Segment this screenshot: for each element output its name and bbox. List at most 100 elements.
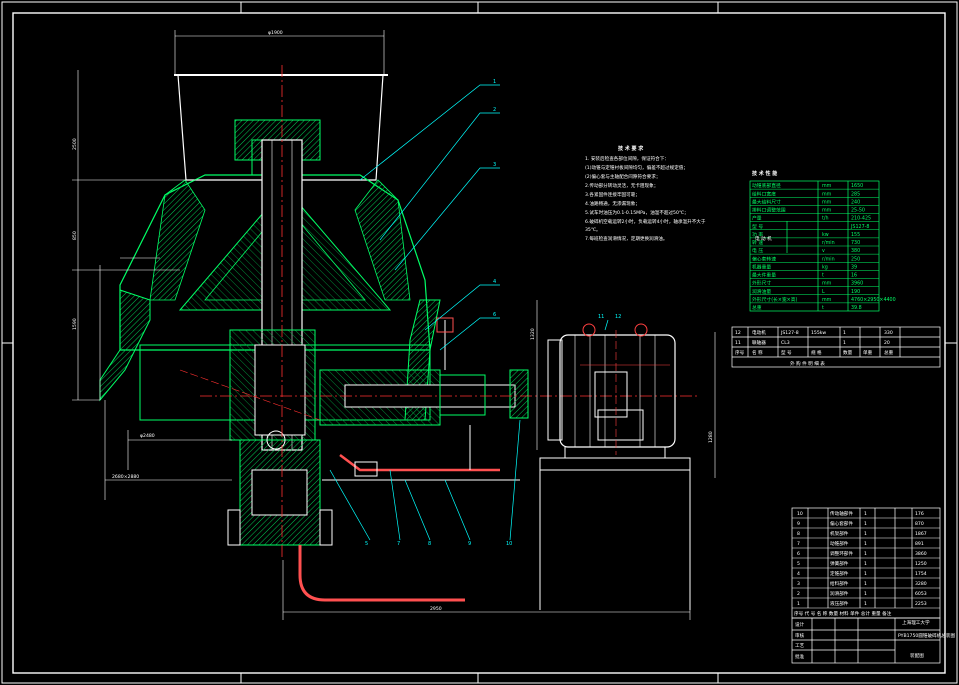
tech-specs-title: 技 术 性 能 (752, 170, 777, 177)
purchased-cell: 1 (843, 330, 846, 336)
spec-name: 机器重量 (752, 263, 771, 270)
bom-weight: 870 (915, 521, 924, 527)
spec-unit: t (822, 305, 824, 311)
bom-name: 液压部件 (830, 600, 849, 607)
spec-name: 功 率 (752, 231, 763, 238)
bom-no: 4 (797, 571, 800, 577)
bom-qty: 1 (864, 561, 867, 567)
callout-7: 7 (397, 541, 400, 547)
bom-no: 9 (797, 521, 800, 527)
bom-name: 弹簧部件 (830, 560, 849, 567)
electric-motor (539, 323, 691, 610)
bom-weight: 1867 (915, 531, 927, 537)
spec-value: 240 (851, 199, 860, 205)
callout-3: 3 (493, 162, 496, 168)
purchased-header-cell: 单重 (863, 349, 873, 356)
spec-unit: r/min (822, 256, 835, 262)
spec-value: 250 (851, 256, 860, 262)
purchased-cell: 20 (884, 340, 890, 346)
bom-name: 定锥部件 (830, 570, 849, 577)
tb-row: 批准 (795, 653, 805, 660)
bom-no: 2 (797, 591, 800, 597)
spec-name: 总重 (752, 304, 762, 311)
purchased-header-cell: 名 称 (752, 349, 763, 356)
purchased-header-cell: 型 号 (781, 349, 792, 356)
bom-no: 7 (797, 541, 800, 547)
tech-requirements: 技 术 要 求 1. 安装后检查各部位间隙，保证符合下： (1)动锥与定锥衬板间… (585, 145, 706, 242)
spec-value: 39.8 (851, 305, 862, 311)
spec-name: 排料口调整范围 (752, 207, 786, 214)
callout-1: 1 (493, 79, 496, 85)
spec-value: 210-425 (851, 216, 871, 222)
purchased-cell: CL3 (781, 340, 790, 346)
bom-qty: 1 (864, 601, 867, 607)
tech-req-line: 3.各紧固件连接牢固可靠； (585, 191, 640, 198)
bom-qty: 1 (864, 571, 867, 577)
callout-6: 6 (493, 312, 496, 318)
spec-unit: mm (822, 200, 832, 205)
purchased-cell: 330 (884, 330, 893, 336)
spec-name: 转 速 (752, 239, 763, 246)
oil-pipe (298, 545, 465, 602)
spec-unit: v (822, 249, 825, 254)
tech-req-line: 1. 安装后检查各部位间隙，保证符合下： (585, 155, 669, 162)
bom-name: 机架部件 (830, 530, 849, 537)
purchased-cell: 11 (735, 340, 741, 346)
bom-weight: 176 (915, 511, 924, 517)
spec-unit: kg (822, 264, 828, 270)
spec-name: 最大给料尺寸 (752, 198, 781, 205)
bom-no: 3 (797, 581, 800, 587)
purchased-cell: 联轴器 (752, 339, 766, 346)
dim-left-3: 2500 (72, 138, 78, 150)
spec-unit: mm (822, 298, 832, 303)
purchased-cell: 电动机 (752, 329, 766, 336)
tech-req-line: 7.每班检查润滑情况，定期更换润滑油。 (585, 235, 667, 242)
tech-req-title: 技 术 要 求 (618, 145, 644, 152)
spec-unit: t (822, 273, 824, 279)
spec-name: 最大件重量 (752, 272, 776, 279)
bom-name: 给料部件 (830, 580, 849, 587)
spec-name: 偏心套转速 (752, 255, 776, 262)
bom-qty: 1 (864, 511, 867, 517)
tech-req-line: 4.油路畅通，无渗漏现象； (585, 200, 640, 207)
bom-name: 润滑部件 (830, 590, 849, 597)
dim-shaft-height: 1320 (530, 328, 536, 340)
dim-overall-width: 2950 (430, 606, 442, 612)
spec-name: 电 压 (752, 247, 763, 254)
title-block: 上海理工大学 PYB1750圆锥破碎机总装图 装配图 设计 审核 工艺 批准 (791, 617, 955, 664)
spec-value: 285 (851, 191, 860, 197)
spec-value: 16 (851, 273, 857, 279)
school-name: 上海理工大学 (902, 619, 930, 626)
spec-unit: t/h (822, 216, 829, 222)
spec-unit: mm (822, 282, 832, 287)
bom-weight: 2253 (915, 601, 927, 607)
callout-8: 8 (428, 541, 431, 547)
bom-no: 8 (797, 531, 800, 537)
tb-row: 工艺 (795, 643, 805, 649)
callout-11: 11 (598, 314, 604, 320)
spec-unit: mm (822, 192, 832, 197)
tech-req-line: (1)动锥与定锥衬板间隙均匀，偏差不超过规定值； (585, 164, 688, 171)
dim-motor-height: 1280 (708, 431, 714, 443)
bom-qty: 1 (864, 541, 867, 547)
bom-name: 动锥部件 (830, 540, 849, 547)
spec-value: 380 (851, 248, 860, 254)
purchased-header-cell: 规 格 (811, 349, 822, 356)
bom-weight: 3860 (915, 551, 927, 557)
tech-req-line: 6.破碎机空载运转2小时，负载运转4小时，轴承温升不大于 (585, 218, 706, 225)
spec-name: 产量 (752, 215, 762, 222)
dim-d1: φ2480 (140, 433, 155, 439)
bom-no: 6 (797, 551, 800, 557)
bom-header: 序号 代 号 名 称 数量 材料 单件 总计 重量 备注 (794, 610, 892, 617)
coupling (509, 369, 529, 419)
spec-value: 730 (851, 240, 860, 246)
bom-weight: 6053 (915, 591, 927, 597)
callout-numbers: 1 2 3 4 5 6 7 8 9 10 11 12 (365, 79, 621, 547)
drawing-name: PYB1750圆锥破碎机总装图 (898, 632, 955, 639)
motor-base (539, 457, 691, 471)
